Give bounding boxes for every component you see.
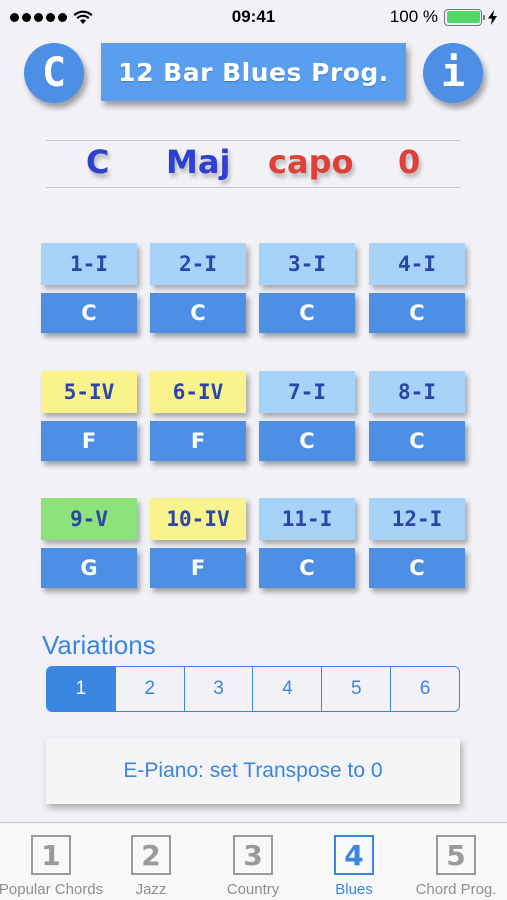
status-right: 100 %: [390, 7, 497, 27]
picker-mode[interactable]: Maj: [166, 143, 231, 181]
bar-1: 1-I C: [41, 243, 137, 333]
bar-number-label: 8-I: [369, 371, 465, 413]
bar-7: 7-I C: [259, 371, 355, 461]
key-button[interactable]: C: [24, 43, 84, 103]
variation-segment-2[interactable]: 2: [114, 667, 184, 711]
picker-capo-value[interactable]: 0: [398, 143, 421, 181]
bar-number-label: 7-I: [259, 371, 355, 413]
variation-segment-5[interactable]: 5: [321, 667, 391, 711]
number-3-icon: 3: [233, 835, 273, 875]
bar-number-label: 2-I: [150, 243, 246, 285]
chord-button[interactable]: F: [150, 421, 246, 461]
variation-segment-1[interactable]: 1: [47, 667, 115, 711]
signal-strength-icon: [10, 12, 67, 22]
chord-button[interactable]: C: [150, 293, 246, 333]
chord-button[interactable]: G: [41, 548, 137, 588]
bar-3: 3-I C: [259, 243, 355, 333]
status-left: [10, 10, 93, 25]
number-5-icon: 5: [436, 835, 476, 875]
bar-number-label: 10-IV: [150, 498, 246, 540]
key-mode-capo-picker[interactable]: C Maj capo 0: [46, 140, 461, 188]
bar-number-label: 9-V: [41, 498, 137, 540]
chord-button[interactable]: C: [41, 293, 137, 333]
number-4-icon: 4: [334, 835, 374, 875]
info-button[interactable]: i: [423, 43, 483, 103]
wifi-icon: [73, 10, 93, 24]
bar-number-label: 4-I: [369, 243, 465, 285]
tab-label: Popular Chords: [0, 881, 104, 898]
number-1-icon: 1: [31, 835, 71, 875]
battery-percentage: 100 %: [389, 7, 438, 26]
bar-number-label: 11-I: [259, 498, 355, 540]
chord-button[interactable]: F: [150, 548, 246, 588]
charging-bolt-icon: [488, 9, 497, 25]
bar-number-label: 12-I: [369, 498, 465, 540]
bar-6: 6-IV F: [150, 371, 246, 461]
bar-number-label: 6-IV: [150, 371, 246, 413]
bar-number-label: 1-I: [41, 243, 137, 285]
chord-button[interactable]: C: [259, 421, 355, 461]
variation-segment-3[interactable]: 3: [183, 667, 253, 711]
chord-button[interactable]: C: [369, 293, 465, 333]
bar-5: 5-IV F: [41, 371, 137, 461]
picker-capo-label: capo: [268, 143, 354, 181]
bar-10: 10-IV F: [150, 498, 246, 588]
bar-4: 4-I C: [369, 243, 465, 333]
tab-label: Jazz: [135, 881, 167, 898]
picker-key[interactable]: C: [86, 143, 110, 181]
status-bar: 09:41 100 %: [0, 0, 507, 34]
bar-number-label: 3-I: [259, 243, 355, 285]
battery-icon: [444, 8, 485, 26]
chord-button[interactable]: C: [369, 421, 465, 461]
tab-label: Country: [226, 881, 280, 898]
bar-8: 8-I C: [369, 371, 465, 461]
bar-9: 9-V G: [41, 498, 137, 588]
bar-12: 12-I C: [369, 498, 465, 588]
chord-button[interactable]: C: [369, 548, 465, 588]
tab-label: Chord Prog.: [415, 881, 497, 898]
chord-button[interactable]: C: [259, 548, 355, 588]
number-2-icon: 2: [131, 835, 171, 875]
variation-segment-6[interactable]: 6: [390, 667, 459, 711]
tab-label: Blues: [335, 881, 373, 898]
variations-label: Variations: [42, 630, 156, 660]
epiano-transpose-button[interactable]: E-Piano: set Transpose to 0: [46, 738, 460, 804]
variation-segment-4[interactable]: 4: [252, 667, 322, 711]
chord-button[interactable]: C: [259, 293, 355, 333]
bar-11: 11-I C: [259, 498, 355, 588]
progression-title-button[interactable]: 12 Bar Blues Prog.: [101, 43, 406, 101]
bar-2: 2-I C: [150, 243, 246, 333]
chord-button[interactable]: F: [41, 421, 137, 461]
bar-number-label: 5-IV: [41, 371, 137, 413]
